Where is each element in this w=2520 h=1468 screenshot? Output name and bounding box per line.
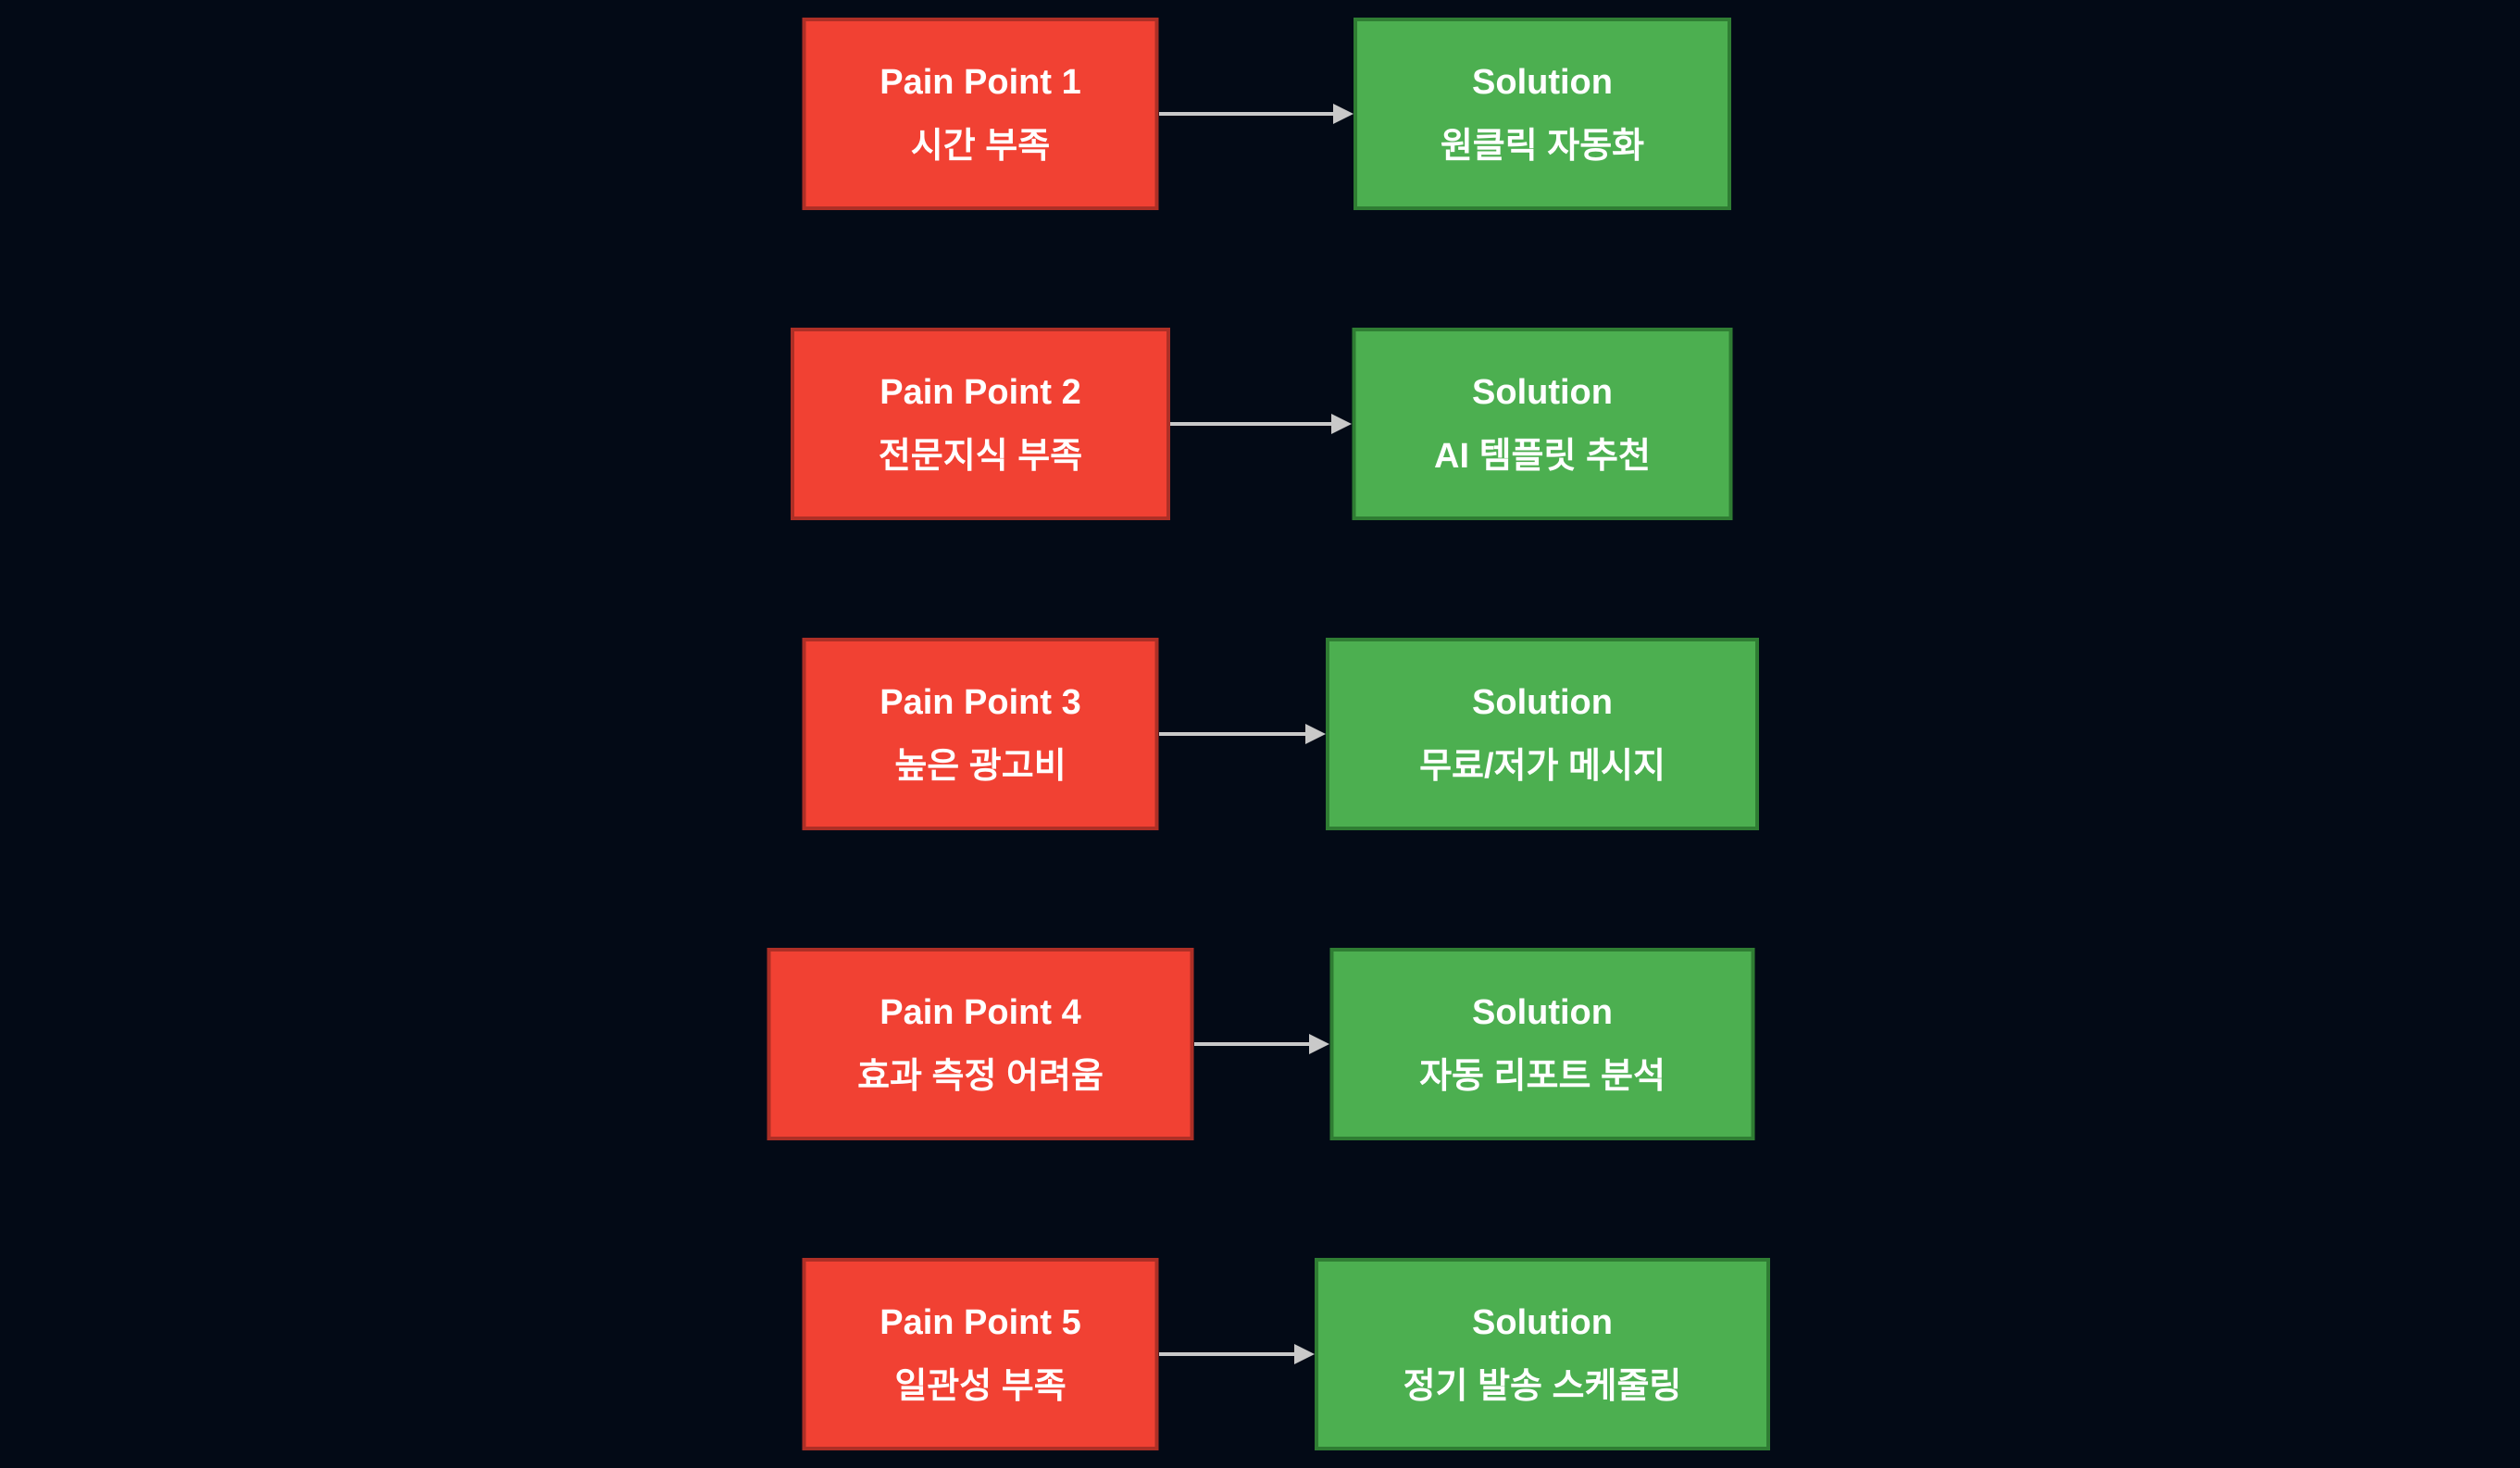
pain-point-box-1: Pain Point 1 시간 부족 <box>802 18 1159 210</box>
pain-point-title: Pain Point 5 <box>880 1302 1081 1342</box>
arrow-head-icon <box>1309 1034 1329 1054</box>
solution-label: 원클릭 자동화 <box>1440 126 1645 166</box>
arrow-connector-3 <box>1159 723 1326 745</box>
arrow-head-icon <box>1294 1344 1315 1364</box>
pain-point-label: 효과 측정 어려움 <box>857 1056 1104 1096</box>
arrow-line <box>1159 112 1333 116</box>
solution-label: 정기 발송 스케줄링 <box>1403 1366 1682 1406</box>
pain-point-title: Pain Point 4 <box>880 992 1081 1032</box>
solution-box-1: Solution 원클릭 자동화 <box>1354 18 1731 210</box>
pain-point-label: 전문지식 부족 <box>878 436 1083 476</box>
arrow-line <box>1159 732 1305 736</box>
arrow-connector-4 <box>1194 1033 1329 1055</box>
diagram-row-1: Pain Point 1 시간 부족 Solution 원클릭 자동화 <box>0 18 2520 210</box>
solution-title: Solution <box>1472 372 1613 412</box>
arrow-head-icon <box>1331 414 1352 434</box>
pain-point-label: 높은 광고비 <box>894 746 1067 786</box>
pain-point-label: 일관성 부족 <box>894 1366 1067 1406</box>
arrow-connector-2 <box>1170 413 1352 435</box>
pain-point-label: 시간 부족 <box>910 126 1051 166</box>
pain-point-box-4: Pain Point 4 효과 측정 어려움 <box>767 948 1194 1140</box>
solution-title: Solution <box>1472 682 1613 722</box>
arrow-head-icon <box>1305 724 1326 744</box>
pain-point-title: Pain Point 3 <box>880 682 1081 722</box>
solution-label: 무료/저가 메시지 <box>1419 746 1665 786</box>
pain-point-title: Pain Point 2 <box>880 372 1081 412</box>
pain-point-box-3: Pain Point 3 높은 광고비 <box>802 638 1159 830</box>
solution-title: Solution <box>1472 1302 1613 1342</box>
solution-title: Solution <box>1472 62 1613 102</box>
pain-point-box-5: Pain Point 5 일관성 부족 <box>802 1258 1159 1450</box>
solution-label: 자동 리포트 분석 <box>1419 1056 1665 1096</box>
arrow-line <box>1159 1352 1294 1356</box>
arrow-line <box>1194 1042 1309 1046</box>
solution-box-4: Solution 자동 리포트 분석 <box>1329 948 1755 1140</box>
arrow-connector-1 <box>1159 103 1354 125</box>
diagram-row-4: Pain Point 4 효과 측정 어려움 Solution 자동 리포트 분… <box>0 948 2520 1140</box>
solution-box-3: Solution 무료/저가 메시지 <box>1326 638 1759 830</box>
diagram-row-5: Pain Point 5 일관성 부족 Solution 정기 발송 스케줄링 <box>0 1258 2520 1450</box>
arrow-connector-5 <box>1159 1343 1315 1365</box>
arrow-head-icon <box>1333 104 1354 124</box>
diagram-row-2: Pain Point 2 전문지식 부족 Solution AI 템플릿 추천 <box>0 328 2520 520</box>
pain-point-box-2: Pain Point 2 전문지식 부족 <box>791 328 1170 520</box>
diagram-row-3: Pain Point 3 높은 광고비 Solution 무료/저가 메시지 <box>0 638 2520 830</box>
arrow-line <box>1170 422 1331 426</box>
solution-label: AI 템플릿 추천 <box>1434 436 1651 476</box>
solution-box-2: Solution AI 템플릿 추천 <box>1352 328 1733 520</box>
pain-point-title: Pain Point 1 <box>880 62 1081 102</box>
solution-title: Solution <box>1472 992 1613 1032</box>
solution-box-5: Solution 정기 발송 스케줄링 <box>1315 1258 1770 1450</box>
